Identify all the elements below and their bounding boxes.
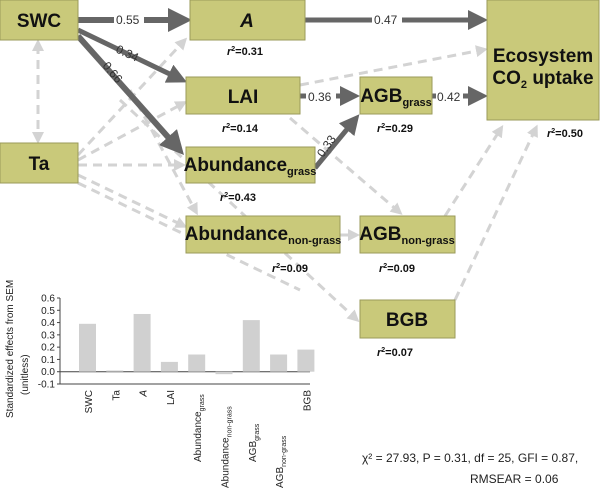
svg-text:SWC: SWC xyxy=(17,11,62,32)
chart-bar xyxy=(106,370,124,372)
r2-agb-grass: r2=0.29 xyxy=(377,123,413,135)
r2-a: r2=0.31 xyxy=(227,46,263,58)
fit-statistics: χ² = 27.93, P = 0.31, df = 25, GFI = 0.8… xyxy=(362,451,578,486)
chart-bar xyxy=(242,320,260,372)
coef-swc-a: 0.55 xyxy=(116,13,140,27)
svg-text:Abundancegrass: Abundancegrass xyxy=(184,155,317,178)
chart-y-tick-label: 0.4 xyxy=(41,318,55,329)
node-ta: Ta xyxy=(0,142,79,184)
chart-x-tick-label: AGBnon-grass xyxy=(275,435,288,488)
node-abundance-grass: Abundancegrass xyxy=(184,146,317,184)
chart-x-tick-label: BGB xyxy=(302,390,313,411)
r2-abundance-nongrass: r2=0.09 xyxy=(272,263,308,275)
svg-text:CO2 uptake: CO2 uptake xyxy=(492,68,593,91)
chart-bar xyxy=(133,313,151,372)
chart-x-tick-label: Abundancenon-grass xyxy=(221,406,234,488)
chart-y-tick-label: 0.3 xyxy=(41,330,55,341)
chart-x-tick-label: Ta xyxy=(111,390,122,401)
svg-text:A: A xyxy=(239,11,254,32)
r2-bgb: r2=0.07 xyxy=(377,347,413,359)
chart-y-tick-label: 0.1 xyxy=(41,355,55,366)
svg-text:Ta: Ta xyxy=(29,154,50,175)
chart-x-tick-label: Abundancegrass xyxy=(193,394,206,462)
chart-ylabel-line2: (unitless) xyxy=(20,354,31,395)
coef-agb-eco: 0.42 xyxy=(437,90,461,104)
node-a: A xyxy=(189,0,306,41)
chart-y-tick-label: 0.5 xyxy=(41,306,55,317)
chart-x-tick-label: A xyxy=(139,390,150,398)
r2-abundance-grass: r2=0.43 xyxy=(220,192,256,204)
chart-x-tick-label: LAI xyxy=(166,390,177,405)
svg-text:LAI: LAI xyxy=(228,87,259,108)
svg-text:Abundancenon-grass: Abundancenon-grass xyxy=(185,224,342,247)
node-bgb: BGB xyxy=(359,299,456,339)
chart-x-tick-label: AGBgrass xyxy=(248,423,261,462)
chart-y-tick-label: -0.1 xyxy=(38,380,56,391)
node-swc: SWC xyxy=(0,0,79,41)
chart-bar xyxy=(160,361,178,372)
chart-bar xyxy=(270,354,288,372)
chart-y-tick-label: 0.2 xyxy=(41,343,55,354)
chart-y-tick-label: 0.6 xyxy=(41,294,55,305)
stats-line1: χ² = 27.93, P = 0.31, df = 25, GFI = 0.8… xyxy=(362,451,578,465)
node-ecosystem-co2-uptake: Ecosystem CO2 uptake xyxy=(486,0,600,121)
node-lai: LAI xyxy=(185,76,301,115)
chart-bar xyxy=(188,354,206,372)
svg-text:BGB: BGB xyxy=(386,310,428,331)
svg-text:Ecosystem: Ecosystem xyxy=(493,46,593,67)
chart-bar xyxy=(79,323,96,372)
svg-text:AGBnon-grass: AGBnon-grass xyxy=(359,224,454,247)
r2-lai: r2=0.14 xyxy=(222,123,259,135)
coef-a-eco: 0.47 xyxy=(374,13,398,27)
path-swc-lai xyxy=(76,27,188,83)
node-agb-nongrass: AGBnon-grass xyxy=(359,215,456,254)
chart-x-tick-label: SWC xyxy=(84,390,95,413)
r2-agb-nongrass: r2=0.09 xyxy=(379,263,415,275)
node-abundance-nongrass: Abundancenon-grass xyxy=(185,215,342,254)
path-abund-agb xyxy=(313,114,360,170)
chart-ylabel-line1: Standardized effects from SEM xyxy=(5,280,16,418)
coefficients: 0.55 0.47 0.34 0.66 0.36 0.42 0.33 xyxy=(100,12,463,160)
coef-swc-lai: 0.34 xyxy=(114,42,141,65)
path-swc-abund xyxy=(75,34,184,155)
svg-text:AGBgrass: AGBgrass xyxy=(360,86,432,109)
r2-eco: r2=0.50 xyxy=(547,128,583,140)
stats-line2: RMSEAR = 0.06 xyxy=(470,472,559,486)
chart-bar xyxy=(215,371,233,375)
chart-y-tick-label: 0.0 xyxy=(41,367,55,378)
coef-lai-agb: 0.36 xyxy=(308,90,332,104)
r2-labels: r2=0.31 r2=0.14 r2=0.29 r2=0.50 r2=0.43 … xyxy=(220,46,583,359)
node-agb-grass: AGBgrass xyxy=(359,76,433,115)
chart-bar xyxy=(297,349,315,372)
effects-bar-chart: Standardized effects from SEM (unitless)… xyxy=(5,280,315,488)
